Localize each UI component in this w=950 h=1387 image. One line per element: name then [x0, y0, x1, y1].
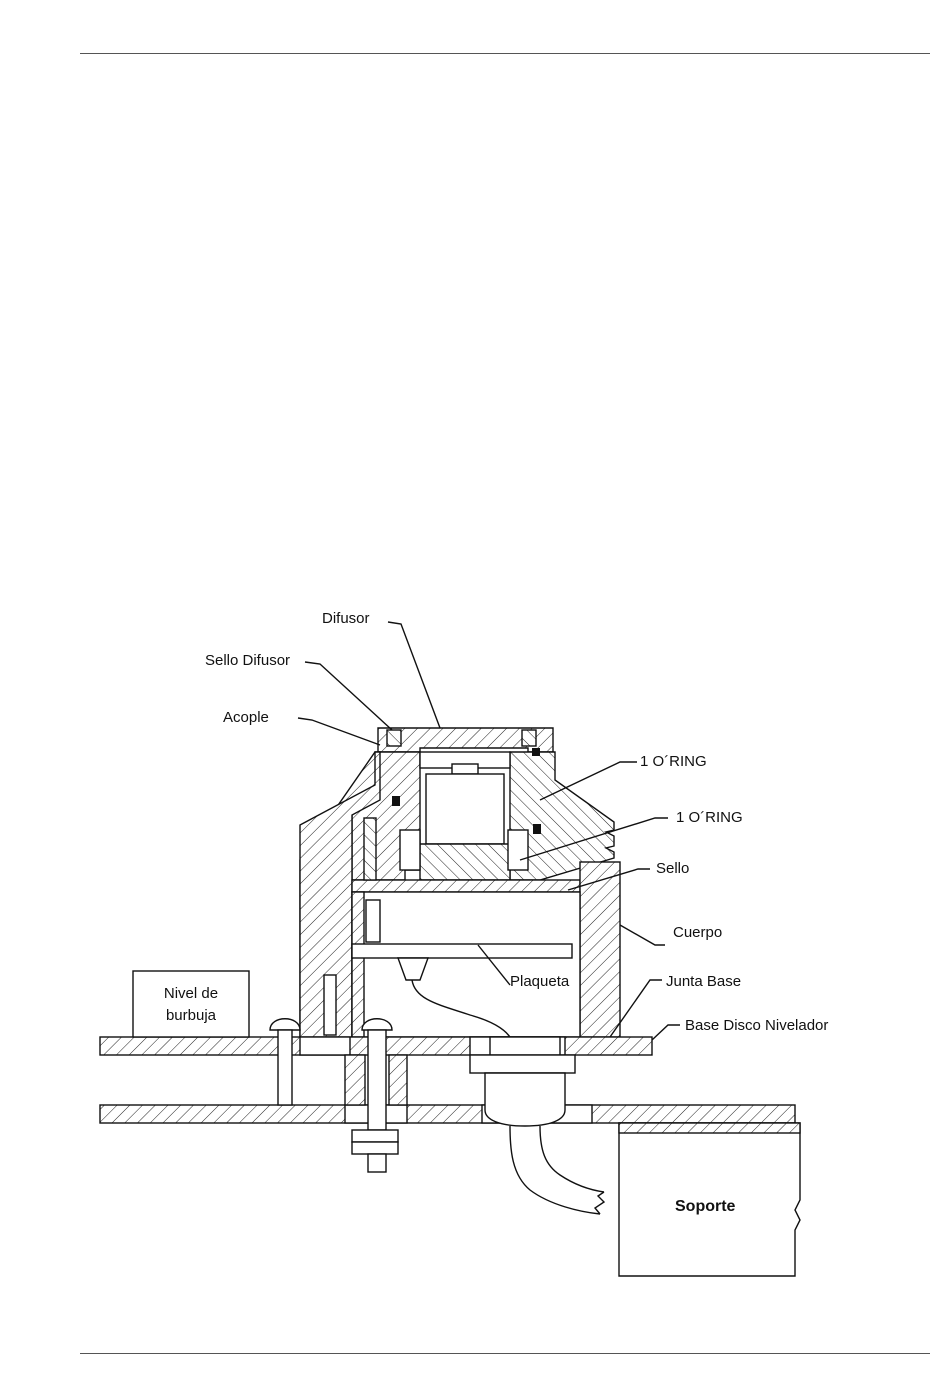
- oring-1-label: 1 O´RING: [640, 753, 707, 770]
- sello-plate: [352, 880, 580, 892]
- nivel-label-line1: Nivel de: [164, 985, 218, 1002]
- difusor-part: [378, 728, 553, 752]
- soporte-label: Soporte: [675, 1198, 736, 1215]
- soporte-part: Soporte: [619, 1123, 800, 1276]
- difusor-label: Difusor: [322, 610, 370, 627]
- cable-gland: [470, 1037, 604, 1214]
- sello-difusor-label: Sello Difusor: [205, 652, 290, 669]
- nivel-de-burbuja-part: Nivel de burbuja: [133, 971, 249, 1037]
- cuerpo-label: Cuerpo: [673, 924, 722, 941]
- base-disco-nivelador-label: Base Disco Nivelador: [685, 1017, 828, 1034]
- acople-label: Acople: [223, 709, 269, 726]
- nivel-label-line2: burbuja: [166, 1007, 217, 1024]
- plaqueta-label: Plaqueta: [510, 973, 570, 990]
- sello-label: Sello: [656, 860, 689, 877]
- oring-2-label: 1 O´RING: [676, 809, 743, 826]
- junta-base-label: Junta Base: [666, 973, 741, 990]
- lower-plate: [100, 1105, 795, 1123]
